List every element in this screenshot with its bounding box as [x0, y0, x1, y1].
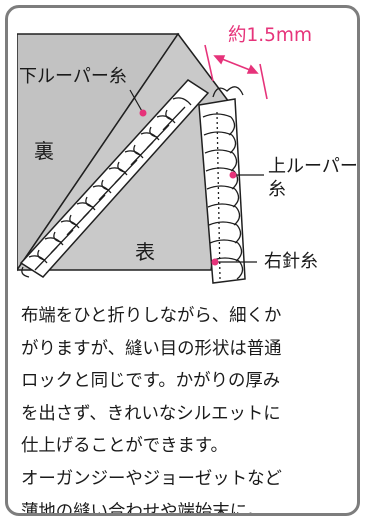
description-line: がりますが、縫い目の形状は普通	[21, 338, 282, 359]
width-label: 約1.5mm	[228, 25, 312, 46]
description-line: を出さず、きれいなシルエットに	[21, 403, 281, 424]
diagonal-stitch-loops	[21, 97, 192, 278]
upper-looper-thread-label-line2: 糸	[268, 179, 286, 200]
rolled-hem-illustration	[17, 17, 354, 299]
vertical-rolled-edge	[198, 98, 246, 284]
leader-lines	[129, 89, 264, 266]
stitch-diagram	[17, 32, 268, 284]
width-dimension	[204, 44, 268, 100]
description-line: 布端をひと折りしながら、細くか	[21, 306, 282, 326]
description-line: オーガンジーやジョーゼットなど	[21, 468, 282, 489]
right-needle-thread-label: 右針糸	[264, 251, 318, 272]
description-line: 薄地の縫い合わせや端始末に。	[21, 501, 265, 516]
back-side-label: 裏	[34, 139, 54, 163]
diagonal-seam-band	[19, 79, 210, 278]
vertical-stitch-loops	[202, 86, 244, 280]
front-side-label: 表	[135, 240, 155, 264]
upper-looper-thread-label-line1: 上ルーパー	[268, 156, 358, 177]
description-line: 仕上げることができます。	[21, 436, 228, 457]
description-text: 布端をひと折りしながら、細くか がりますが、縫い目の形状は普通 ロックと同じです…	[21, 300, 353, 516]
lower-looper-thread-label: 下ルーパー糸	[19, 66, 127, 87]
info-card: 約1.5mm 下ルーパー糸 裏 上ルーパー 糸 表 右針糸 布端をひと折りしなが…	[5, 5, 360, 516]
description-line: ロックと同じです。かがりの厚み	[21, 371, 281, 392]
